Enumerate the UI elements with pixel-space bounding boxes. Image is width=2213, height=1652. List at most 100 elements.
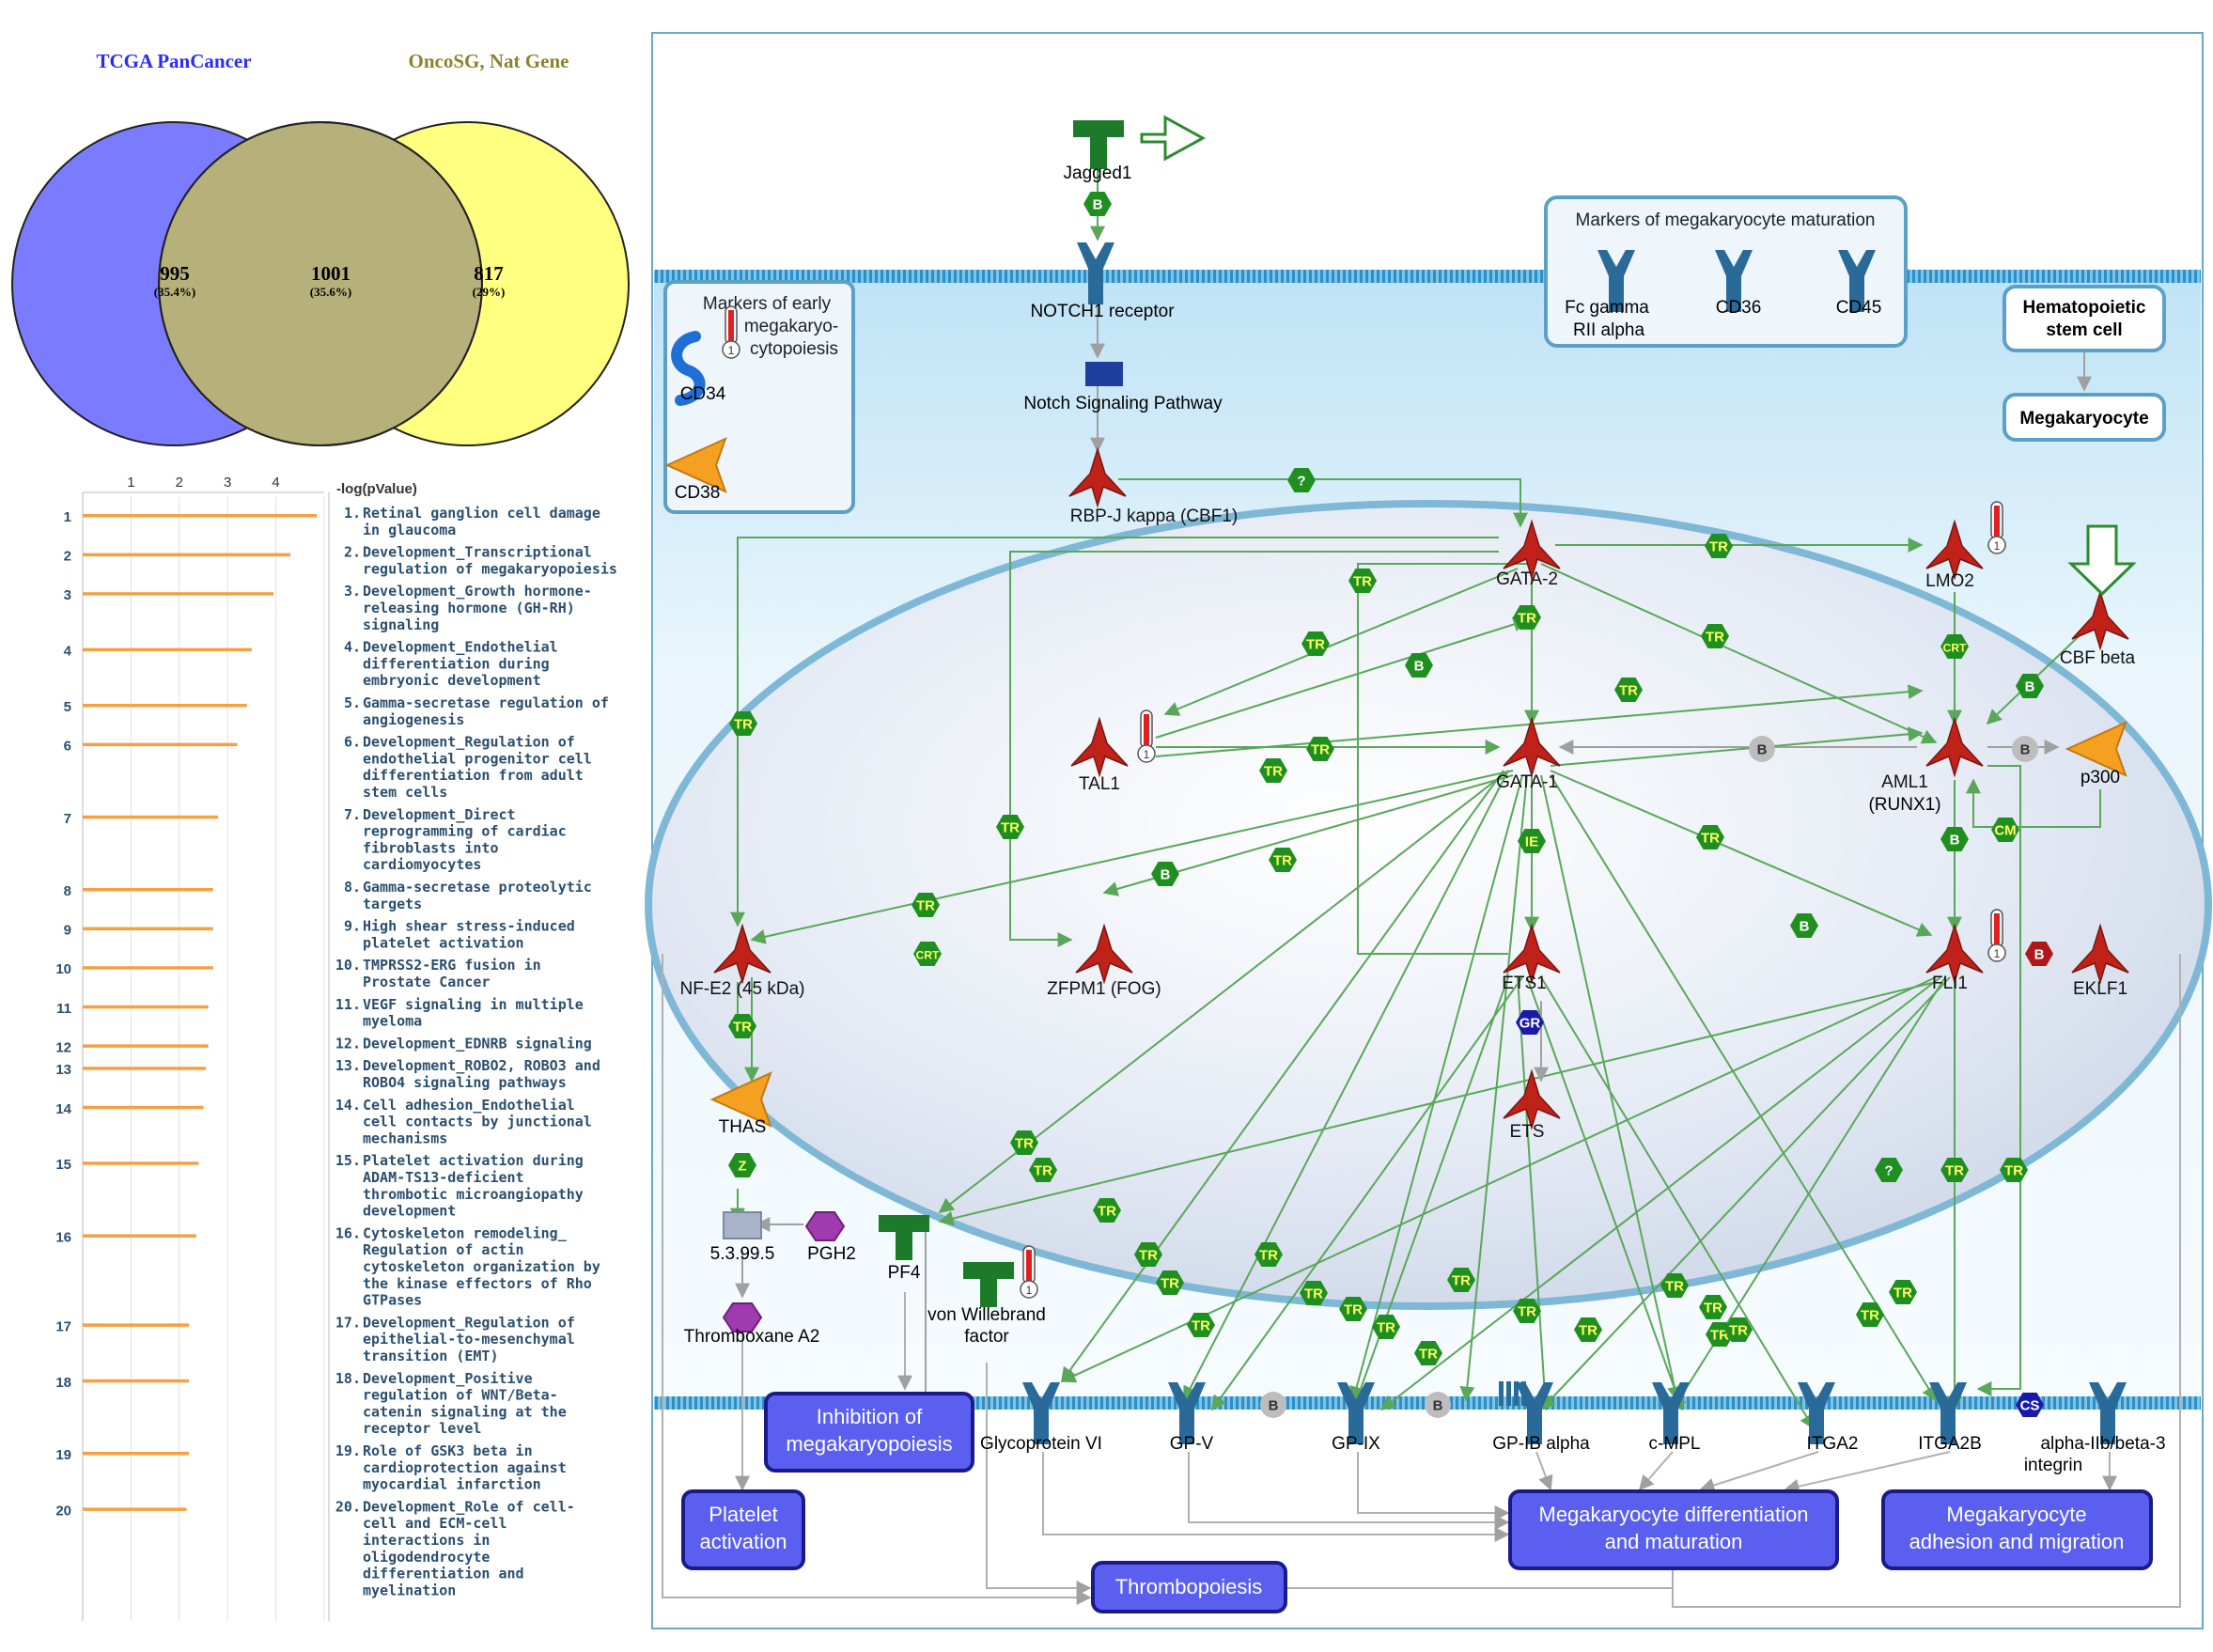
ets1-node[interactable]: ETS1 <box>1502 923 1561 993</box>
tr-badge-7: TR <box>729 711 757 736</box>
b-badge-grey-2: B <box>2012 736 2038 762</box>
tal1-node[interactable]: TAL1 <box>1070 716 1129 794</box>
outcome-adhesion-2: adhesion and migration <box>1909 1530 2125 1553</box>
thromboxane-node[interactable] <box>722 1302 763 1333</box>
chart-category-rank: 20. <box>335 1498 361 1515</box>
gata2-node[interactable]: GATA-2 <box>1496 519 1561 589</box>
tr-badge-12: TR <box>912 893 940 917</box>
c-mpl-node[interactable] <box>1652 1382 1690 1444</box>
chart-rank-label: 16 <box>55 1229 71 1245</box>
tr-badge-26: TR <box>1513 1299 1541 1323</box>
fc-gamma-label-1: Fc gamma <box>1565 298 1649 318</box>
p300-node[interactable] <box>2065 721 2127 777</box>
fli1-node[interactable]: FLI1 <box>1925 923 1984 993</box>
cbfbeta-node[interactable]: CBF beta <box>2060 589 2136 668</box>
chart-bar <box>83 742 238 747</box>
itga2b-label: ITGA2B <box>1918 1434 1982 1454</box>
chart-bar <box>83 1323 190 1327</box>
chart-category-rank: 2. <box>344 544 361 561</box>
tr-badge-36-text: TR <box>2004 1163 2023 1179</box>
gp-ib-subunit-icon <box>1514 1381 1519 1406</box>
unknown-badge-2: ? <box>1875 1158 1903 1182</box>
thas-label: THAS <box>719 1117 767 1137</box>
tr-badge-27-text: TR <box>1579 1323 1597 1339</box>
chart-rank-label: 19 <box>55 1447 71 1463</box>
chart-category-label: Development_Regulation of <box>363 734 575 751</box>
tr-badge-13: TR <box>1696 825 1724 849</box>
megakaryocyte-box <box>2003 393 2166 442</box>
itga2-node[interactable] <box>1798 1382 1835 1444</box>
notch-pathway-label: Notch Signaling Pathway <box>1023 394 1223 413</box>
jagged1-node[interactable] <box>1073 115 1207 169</box>
chart-xtick: 4 <box>272 475 279 491</box>
z-badge-text: Z <box>738 1159 746 1175</box>
chart-category-label: oligodendrocyte <box>363 1549 490 1566</box>
fc-gamma-label-2: RII alpha <box>1573 320 1644 340</box>
p300-label: p300 <box>2081 768 2120 787</box>
cm-badge-text: CM <box>1994 823 2016 839</box>
tr-badge-16-text: TR <box>1034 1163 1052 1179</box>
chart-rank-label: 13 <box>55 1062 71 1078</box>
rbpj-node[interactable]: RBP-J kappa (CBF1) <box>1068 446 1238 526</box>
chart-rank-label: 7 <box>64 811 71 827</box>
gp-ib-subunit-icon <box>1521 1381 1526 1406</box>
b-badge-1-text: B <box>1093 197 1103 213</box>
outcome-differentiation[interactable]: Megakaryocyte differentiation and matura… <box>1508 1489 1839 1570</box>
gata1-node[interactable]: GATA-1 <box>1496 716 1561 792</box>
enzyme-node[interactable] <box>723 1211 762 1239</box>
tr-badge-17-text: TR <box>1098 1204 1116 1220</box>
integrin-node[interactable] <box>2089 1382 2127 1444</box>
gp-ix-label: GP-IX <box>1332 1434 1380 1454</box>
outcome-thrombopoiesis[interactable]: Thrombopoiesis <box>1091 1561 1287 1613</box>
tal1-node-label: TAL1 <box>1079 774 1120 794</box>
chart-rank-label: 17 <box>55 1318 71 1334</box>
tr-badge-5-text: TR <box>1706 630 1724 646</box>
eklf1-node[interactable]: EKLF1 <box>2071 923 2129 999</box>
eklf1-node-label: EKLF1 <box>2073 979 2127 999</box>
pf4-node[interactable] <box>879 1215 929 1260</box>
gp-ix-node[interactable] <box>1337 1382 1375 1444</box>
thromboxane-label: Thromboxane A2 <box>684 1327 820 1347</box>
itga2b-node[interactable] <box>1929 1382 1967 1444</box>
chart-rank-label: 12 <box>55 1039 71 1055</box>
notch-pathway-node[interactable] <box>1085 362 1123 386</box>
ets-node[interactable]: ETS <box>1503 1068 1561 1142</box>
cd38-node[interactable] <box>664 437 727 493</box>
chart-category-label: interactions in <box>363 1532 490 1549</box>
outcome-adhesion[interactable]: Megakaryocyte adhesion and migration <box>1881 1489 2153 1570</box>
panel-early-title-2: megakaryo- <box>744 317 838 336</box>
panel-early-title-1: Markers of early <box>703 294 832 314</box>
aml1-node[interactable]: AML1 <box>1881 716 1984 792</box>
lmo2-node[interactable]: LMO2 <box>1925 519 1984 591</box>
zfpm1-node[interactable]: ZFPM1 (FOG) <box>1047 923 1161 999</box>
tr-badge-3-text: TR <box>1518 611 1536 627</box>
chart-rank-label: 18 <box>55 1375 71 1391</box>
gp-v-node[interactable] <box>1168 1382 1206 1444</box>
crt-badge-1: CRT <box>1940 634 1969 659</box>
chart-bar <box>83 704 247 708</box>
pgh2-node[interactable] <box>804 1211 846 1241</box>
glycoprotein-vi-node[interactable] <box>1022 1382 1060 1444</box>
lmo2-node-shape <box>1925 519 1984 581</box>
chart-category-rank: 13. <box>335 1057 361 1074</box>
fli1-node-shape <box>1925 923 1984 985</box>
thas-node[interactable] <box>709 1071 772 1128</box>
chart-rank-label: 20 <box>55 1503 71 1519</box>
cd34-node[interactable] <box>671 331 706 406</box>
tr-badge-3: TR <box>1513 605 1541 630</box>
vwf-node[interactable] <box>963 1262 1014 1307</box>
chart-category-rank: 17. <box>335 1314 361 1331</box>
cd36-node[interactable] <box>1715 250 1753 312</box>
nfe2-node[interactable]: NF-E2 (45 kDa) <box>679 923 805 999</box>
nucleus <box>645 500 2212 1310</box>
chart-category-label: targets <box>363 896 422 912</box>
notch1-receptor-node[interactable] <box>1077 242 1114 304</box>
cd34-thermometer-icon-value: 1 <box>728 344 735 357</box>
chart-category-label: myocardial infarction <box>363 1476 541 1493</box>
cd45-node[interactable] <box>1838 250 1876 312</box>
outcome-inhibition[interactable]: Inhibition of megakaryopoiesis <box>764 1392 974 1473</box>
outcome-platelet-activation[interactable]: Platelet activation <box>681 1489 805 1570</box>
fc-gamma-node[interactable] <box>1597 250 1635 312</box>
